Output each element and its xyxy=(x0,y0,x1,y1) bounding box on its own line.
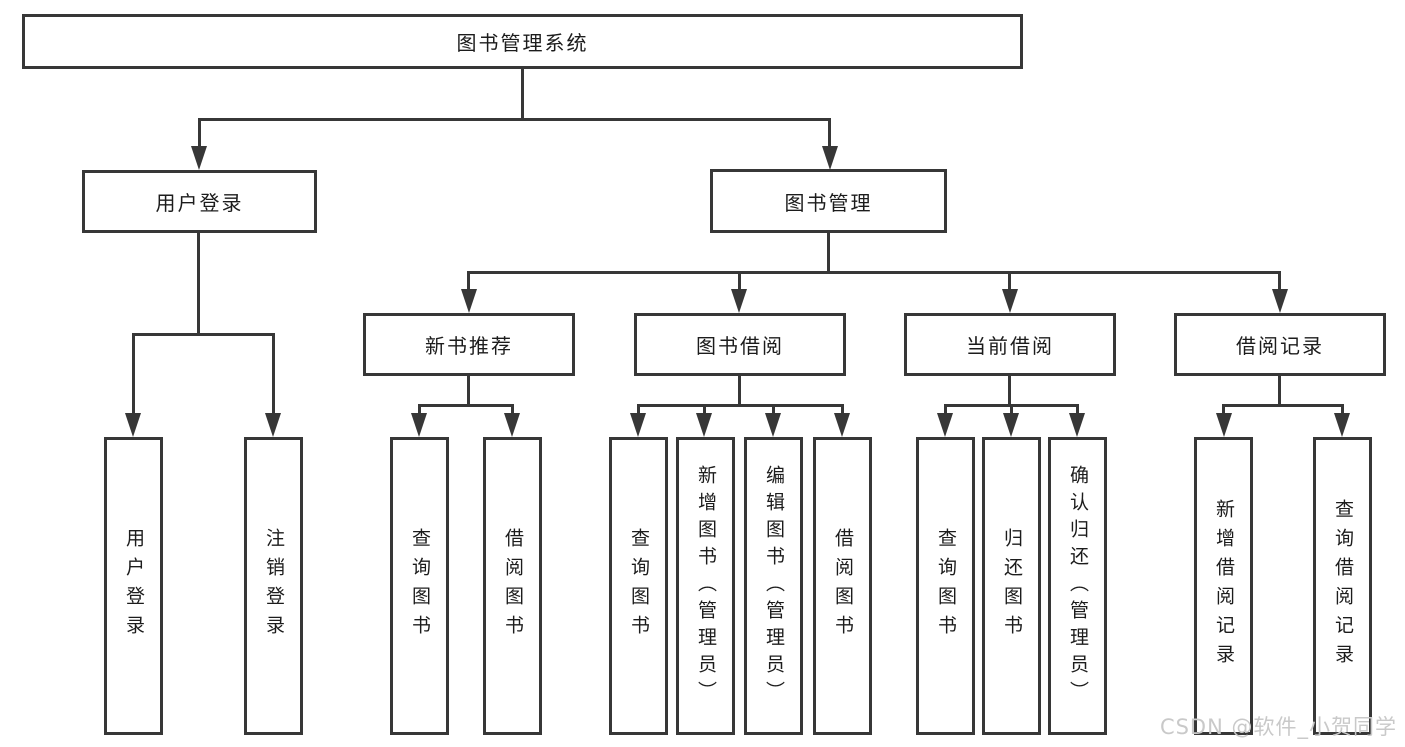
leaf-add-borrow-record: 新增借阅记录 xyxy=(1194,437,1253,735)
connector-line xyxy=(511,404,514,418)
connector-line xyxy=(944,404,947,418)
arrow-down-icon xyxy=(1216,413,1232,437)
connector-line xyxy=(198,118,831,121)
arrow-down-icon xyxy=(411,413,427,437)
node-book-borrow: 图书借阅 xyxy=(634,313,846,376)
connector-line xyxy=(418,404,421,418)
connector-line xyxy=(738,271,741,293)
leaf-logout: 注销登录 xyxy=(244,437,303,735)
node-label: 借阅图书 xyxy=(831,528,854,644)
connector-line xyxy=(467,271,470,293)
leaf-add-book-admin: 新增图书（管理员） xyxy=(676,437,735,735)
connector-line xyxy=(198,118,201,150)
node-label: 确认归还（管理员） xyxy=(1066,464,1089,708)
leaf-current-query-book: 查询图书 xyxy=(916,437,975,735)
connector-line xyxy=(738,376,741,407)
connector-line xyxy=(1222,404,1344,407)
connector-line xyxy=(197,233,200,336)
node-label: 归还图书 xyxy=(1000,528,1023,644)
node-label: 注销登录 xyxy=(262,528,285,644)
node-borrow-records: 借阅记录 xyxy=(1174,313,1386,376)
node-label: 借阅记录 xyxy=(1236,334,1324,358)
connector-line xyxy=(1076,404,1079,418)
csdn-watermark: CSDN @软件_小贺同学 xyxy=(1159,715,1397,739)
leaf-user-login: 用户登录 xyxy=(104,437,163,735)
arrow-down-icon xyxy=(125,413,141,437)
connector-line xyxy=(703,404,706,418)
connector-line xyxy=(1278,271,1281,293)
node-label: 图书借阅 xyxy=(696,334,784,358)
node-label: 图书管理系统 xyxy=(456,31,589,55)
connector-line xyxy=(637,404,844,407)
arrow-down-icon xyxy=(1272,289,1288,313)
connector-line xyxy=(132,333,275,336)
leaf-return-book: 归还图书 xyxy=(982,437,1041,735)
node-label: 查询图书 xyxy=(408,528,431,644)
node-label: 用户登录 xyxy=(122,528,145,644)
connector-line xyxy=(1010,404,1013,418)
node-label: 查询图书 xyxy=(627,528,650,644)
arrow-down-icon xyxy=(696,413,712,437)
arrow-down-icon xyxy=(834,413,850,437)
arrow-down-icon xyxy=(1003,413,1019,437)
node-user-login: 用户登录 xyxy=(82,170,317,233)
connector-line xyxy=(272,333,275,415)
arrow-down-icon xyxy=(191,146,207,170)
node-current-borrow: 当前借阅 xyxy=(904,313,1116,376)
arrow-down-icon xyxy=(1334,413,1350,437)
connector-line xyxy=(772,404,775,418)
node-new-book-recommend: 新书推荐 xyxy=(363,313,575,376)
arrow-down-icon xyxy=(265,413,281,437)
arrow-down-icon xyxy=(937,413,953,437)
leaf-borrow-book: 借阅图书 xyxy=(813,437,872,735)
leaf-borrow-query-book: 查询图书 xyxy=(609,437,668,735)
arrow-down-icon xyxy=(1069,413,1085,437)
arrow-down-icon xyxy=(461,289,477,313)
connector-line xyxy=(1341,404,1344,418)
arrow-down-icon xyxy=(504,413,520,437)
arrow-down-icon xyxy=(731,289,747,313)
connector-line xyxy=(467,376,470,407)
arrow-down-icon xyxy=(822,146,838,170)
connector-line xyxy=(521,69,524,121)
connector-line xyxy=(828,118,831,150)
node-label: 用户登录 xyxy=(155,191,244,215)
connector-line xyxy=(132,333,135,415)
connector-line xyxy=(637,404,640,418)
node-label: 新增借阅记录 xyxy=(1212,499,1235,673)
arrow-down-icon xyxy=(765,413,781,437)
connector-line xyxy=(418,404,514,407)
node-root-library-system: 图书管理系统 xyxy=(22,14,1023,69)
node-label: 借阅图书 xyxy=(501,528,524,644)
connector-line xyxy=(1008,376,1011,407)
leaf-recommend-borrow-book: 借阅图书 xyxy=(483,437,542,735)
leaf-confirm-return-admin: 确认归还（管理员） xyxy=(1048,437,1107,735)
node-label: 查询借阅记录 xyxy=(1331,499,1354,673)
connector-line xyxy=(1278,376,1281,407)
node-label: 查询图书 xyxy=(934,528,957,644)
node-book-management: 图书管理 xyxy=(710,169,947,233)
connector-line xyxy=(1222,404,1225,418)
node-label: 图书管理 xyxy=(784,190,873,215)
connector-line xyxy=(1008,271,1011,293)
leaf-edit-book-admin: 编辑图书（管理员） xyxy=(744,437,803,735)
leaf-query-borrow-record: 查询借阅记录 xyxy=(1313,437,1372,735)
node-label: 新书推荐 xyxy=(425,334,513,358)
node-label: 当前借阅 xyxy=(966,334,1054,358)
node-label: 编辑图书（管理员） xyxy=(762,464,785,708)
connector-line xyxy=(841,404,844,418)
arrow-down-icon xyxy=(1002,289,1018,313)
connector-line xyxy=(827,233,830,274)
node-label: 新增图书（管理员） xyxy=(694,464,717,708)
arrow-down-icon xyxy=(630,413,646,437)
leaf-recommend-query-book: 查询图书 xyxy=(390,437,449,735)
connector-line xyxy=(467,271,1281,274)
